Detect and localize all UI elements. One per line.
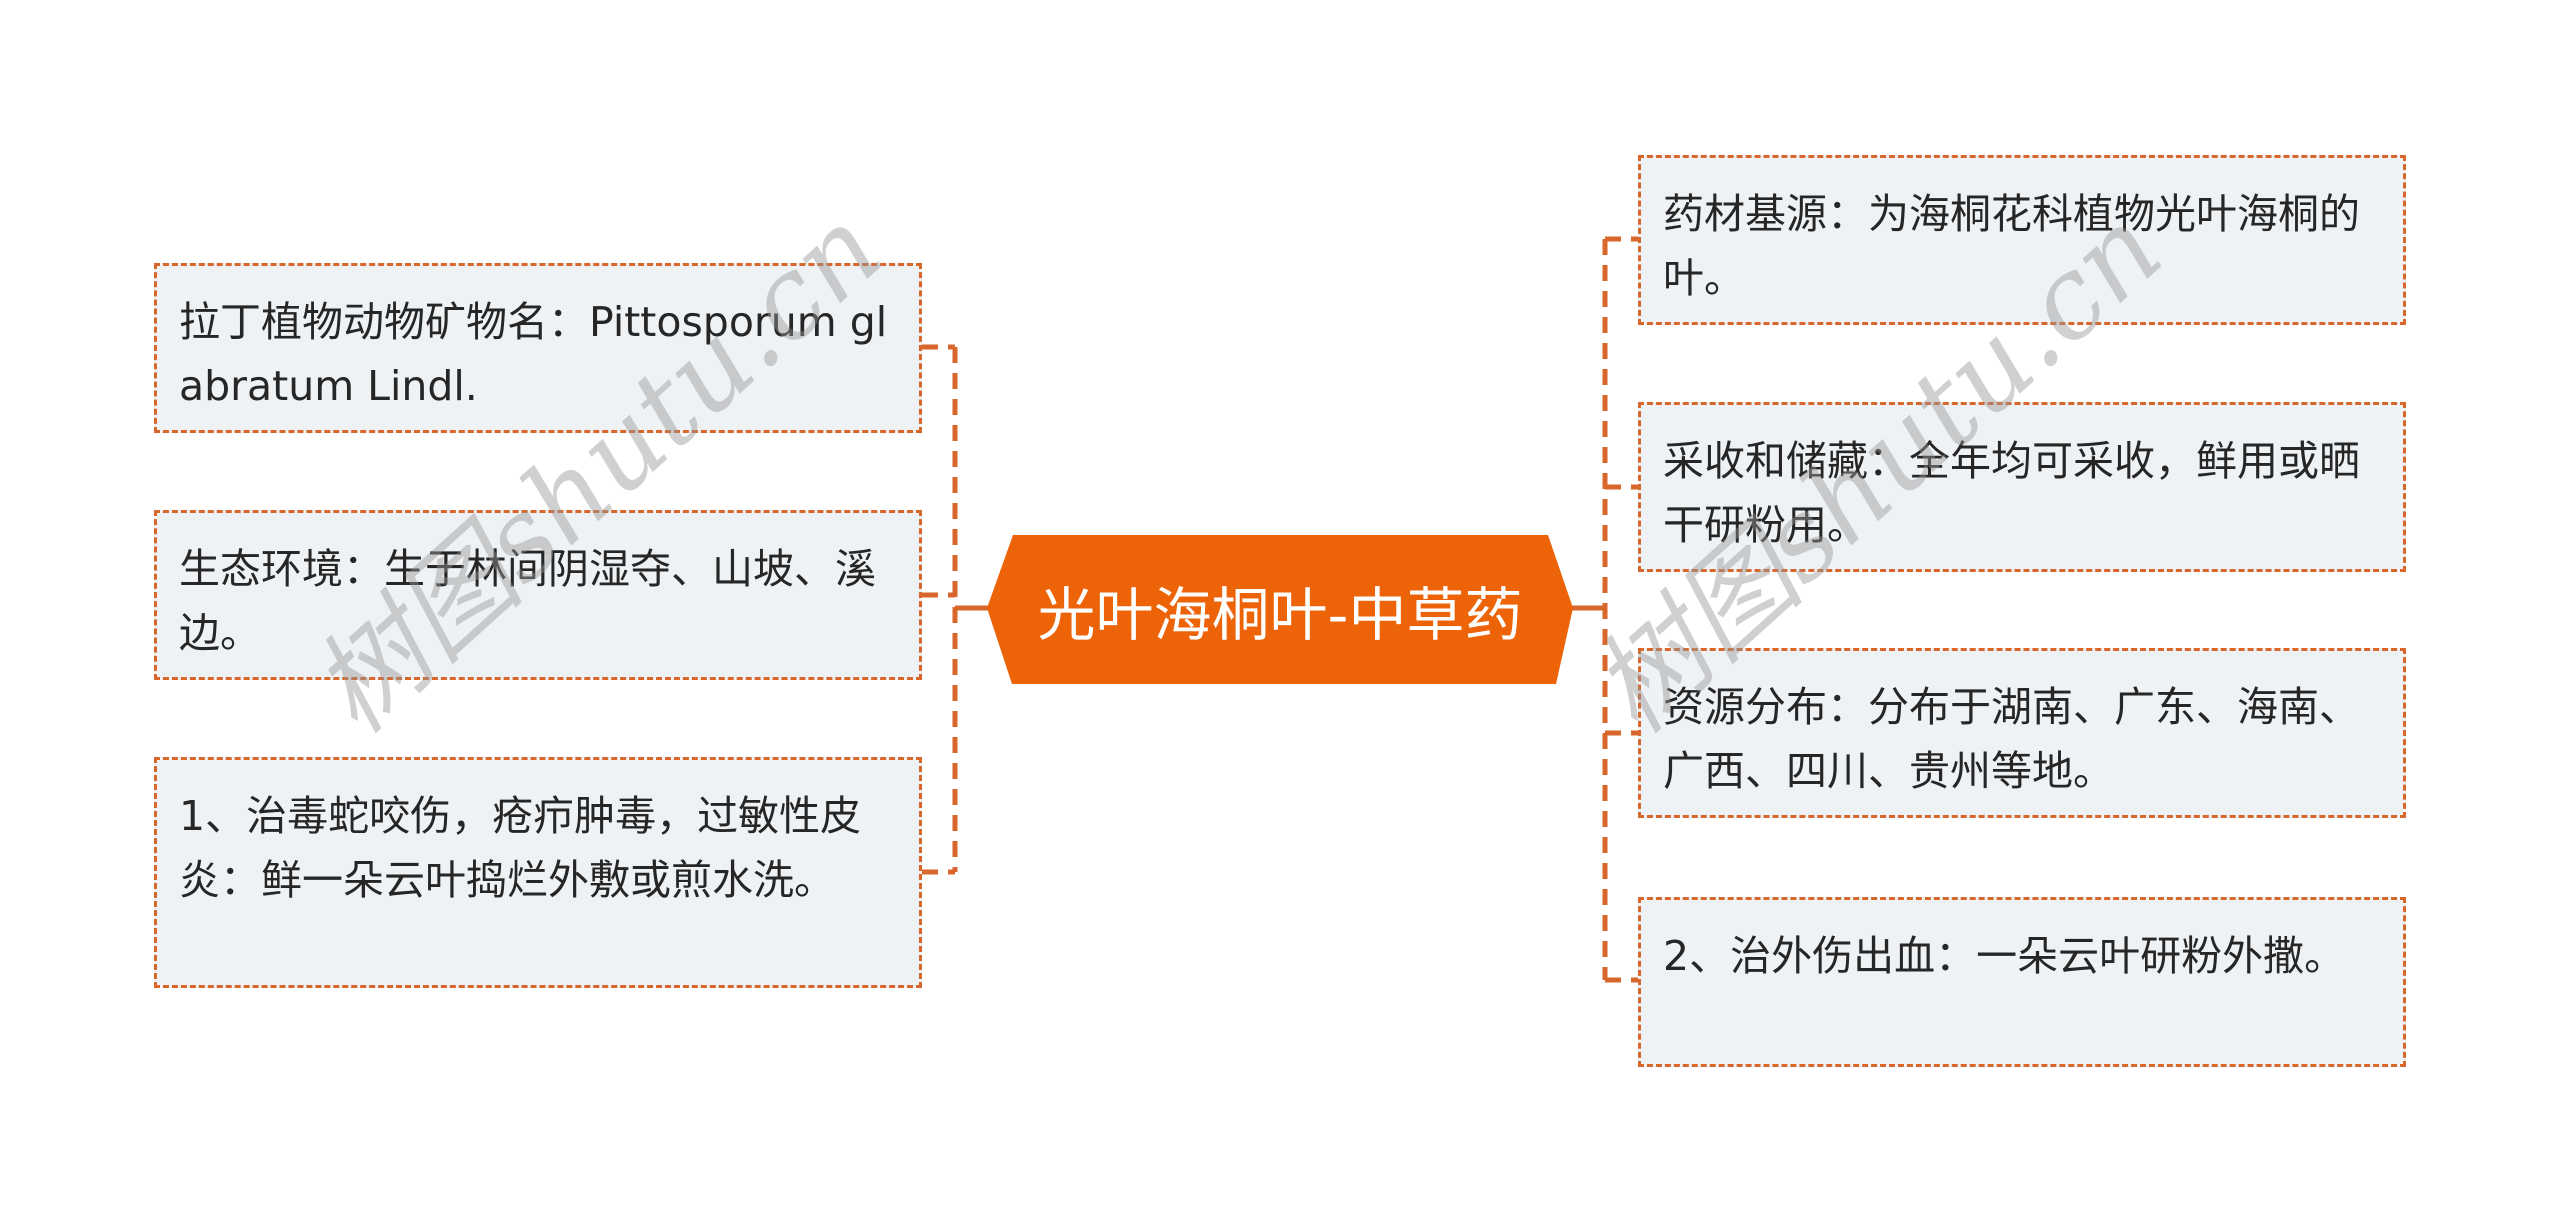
right-branch-node-harvest[interactable]: 采收和储藏：全年均可采收，鲜用或晒干研粉用。 <box>1638 402 2406 572</box>
node-label: 生态环境：生于林间阴湿夺、山坡、溪边。 <box>179 545 876 657</box>
left-branch-node-latin-name[interactable]: 拉丁植物动物矿物名：Pittosporum glabratum Lindl. <box>154 263 922 433</box>
right-branch-node-remedy-2[interactable]: 2、治外伤出血：一朵云叶研粉外撒。 <box>1638 897 2406 1067</box>
right-branch-node-source[interactable]: 药材基源：为海桐花科植物光叶海桐的叶。 <box>1638 155 2406 325</box>
node-label: 拉丁植物动物矿物名：Pittosporum glabratum Lindl. <box>179 298 888 410</box>
root-hexagon-shape <box>987 535 1573 684</box>
node-label: 药材基源：为海桐花科植物光叶海桐的叶。 <box>1663 190 2360 302</box>
node-label: 资源分布：分布于湖南、广东、海南、广西、四川、贵州等地。 <box>1663 683 2360 795</box>
node-label: 2、治外伤出血：一朵云叶研粉外撒。 <box>1663 932 2346 980</box>
right-branch-node-distribution[interactable]: 资源分布：分布于湖南、广东、海南、广西、四川、贵州等地。 <box>1638 648 2406 818</box>
root-node[interactable]: 光叶海桐叶-中草药 <box>987 535 1573 684</box>
node-label: 采收和储藏：全年均可采收，鲜用或晒干研粉用。 <box>1663 437 2360 549</box>
left-branch-node-habitat[interactable]: 生态环境：生于林间阴湿夺、山坡、溪边。 <box>154 510 922 680</box>
left-branch-node-remedy-1[interactable]: 1、治毒蛇咬伤，疮疖肿毒，过敏性皮炎：鲜一朵云叶捣烂外敷或煎水洗。 <box>154 757 922 988</box>
root-label: 光叶海桐叶-中草药 <box>1037 580 1523 649</box>
node-label: 1、治毒蛇咬伤，疮疖肿毒，过敏性皮炎：鲜一朵云叶捣烂外敷或煎水洗。 <box>179 792 862 904</box>
